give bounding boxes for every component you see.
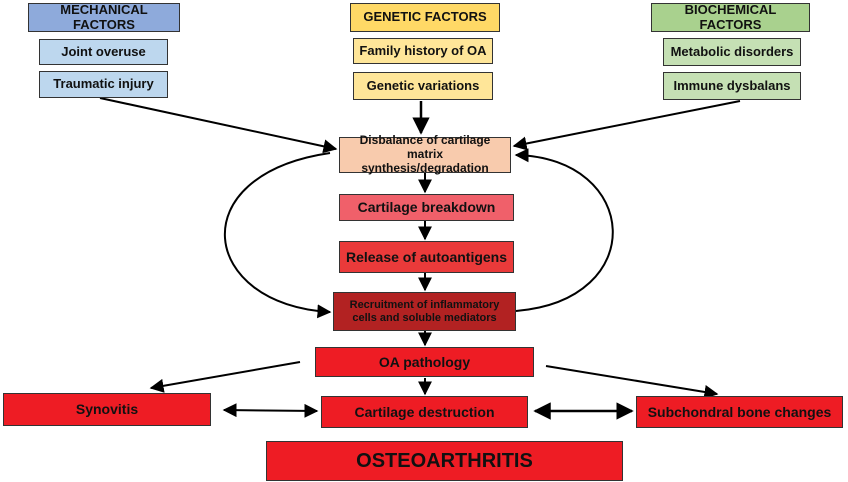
arrow-biochemical-to-disbalance	[512, 100, 741, 151]
arrow-pathology-to-synovitis	[149, 361, 301, 393]
disbalance-box: Disbalance of cartilage matrix synthesis…	[339, 133, 511, 175]
biochemical-factors-header: BIOCHEMICAL FACTORS	[651, 2, 810, 32]
genetic-factors-header: GENETIC FACTORS	[350, 3, 500, 32]
recruitment-box: Recruitment of inflammatory cells and so…	[333, 292, 516, 331]
genetic-variations-box: Genetic variations	[353, 72, 493, 100]
traumatic-injury-box: Traumatic injury	[39, 71, 168, 98]
osteoarthritis-box: OSTEOARTHRITIS	[266, 441, 623, 481]
mechanical-factors-header: MECHANICAL FACTORS	[28, 2, 180, 32]
cartilage-breakdown-box: Cartilage breakdown	[339, 194, 514, 221]
immune-dysbalans-box: Immune dysbalans	[663, 72, 801, 100]
metabolic-disorders-box: Metabolic disorders	[663, 38, 801, 66]
arrow-pathology-to-subchondral	[545, 365, 719, 399]
arrow-mechanical-to-disbalance	[99, 97, 338, 154]
joint-overuse-box: Joint overuse	[39, 39, 168, 65]
cartilage-destruction-box: Cartilage destruction	[321, 396, 528, 428]
arrow-loop-right	[514, 148, 614, 312]
arrow-loop-left	[223, 152, 332, 319]
arrow-synovitis-cartilage	[222, 403, 319, 418]
release-autoantigens-box: Release of autoantigens	[339, 241, 514, 273]
synovitis-box: Synovitis	[3, 393, 211, 426]
subchondral-bone-changes-box: Subchondral bone changes	[636, 396, 843, 428]
family-history-box: Family history of OA	[353, 38, 493, 64]
oa-pathology-box: OA pathology	[315, 347, 534, 377]
